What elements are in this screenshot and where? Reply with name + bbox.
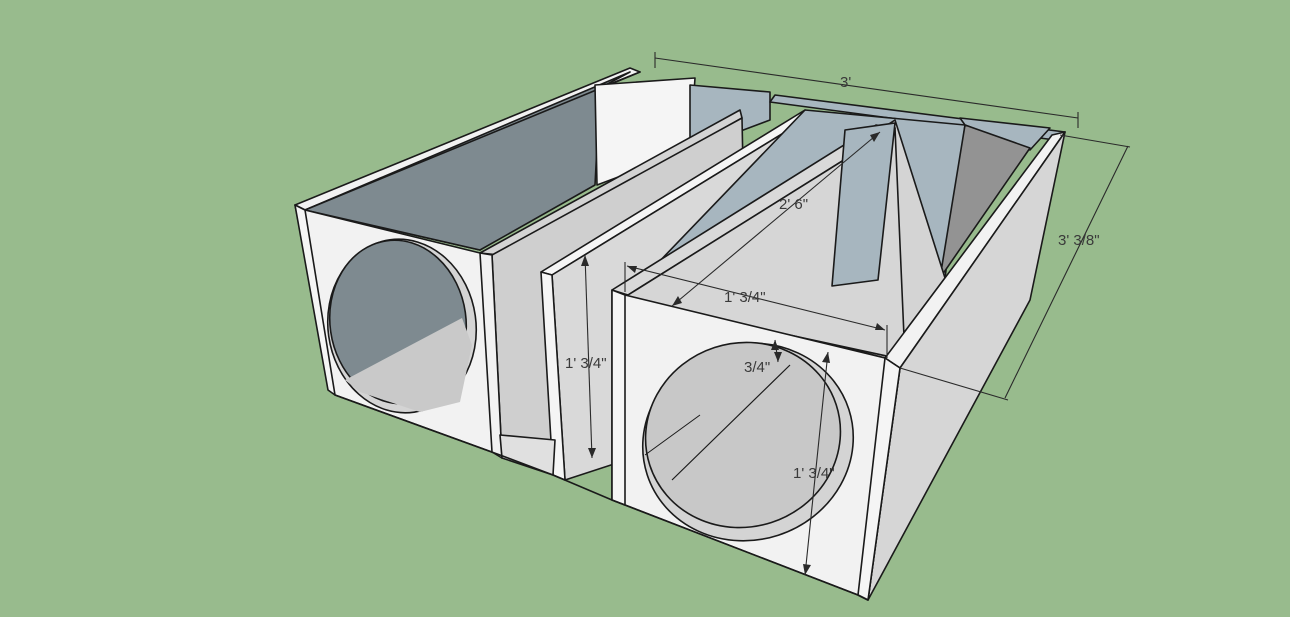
box-bottom-edge <box>334 394 869 601</box>
right-front-side-strip <box>611 289 626 506</box>
right-cutout-interior-edge <box>671 364 791 481</box>
dimension-overall-length: 3' <box>654 52 1079 128</box>
dimension-overall-length-label: 3' <box>840 74 851 91</box>
dimension-divider-height: 1' 3/4" <box>565 254 607 459</box>
center-base <box>499 434 556 476</box>
dimension-divider-height-label: 1' 3/4" <box>565 355 607 372</box>
left-cutout-floor <box>345 318 472 412</box>
right-cutout-floor-edge <box>644 414 701 456</box>
right-chamber-shadow-wall <box>939 124 1031 279</box>
dimension-panel-thickness: 3/4" <box>744 339 782 376</box>
right-speaker-cutout <box>644 341 842 529</box>
right-rear-corner <box>959 117 1051 151</box>
dimension-front-height-label: 1' 3/4" <box>793 465 835 482</box>
dimension-overall-depth-label: 3' 3/8" <box>1058 232 1100 249</box>
dimension-chamber-width: 1' 3/4" <box>624 262 888 358</box>
dimension-panel-thickness-label: 3/4" <box>744 359 770 376</box>
dimension-front-height: 1' 3/4" <box>793 351 835 576</box>
dimension-port-length: 2' 6" <box>671 131 881 307</box>
dimension-port-length-label: 2' 6" <box>779 196 808 213</box>
dimension-overall-depth: 3' 3/8" <box>899 134 1131 401</box>
dimension-chamber-width-label: 1' 3/4" <box>724 289 766 306</box>
right-port-panel <box>831 122 896 287</box>
